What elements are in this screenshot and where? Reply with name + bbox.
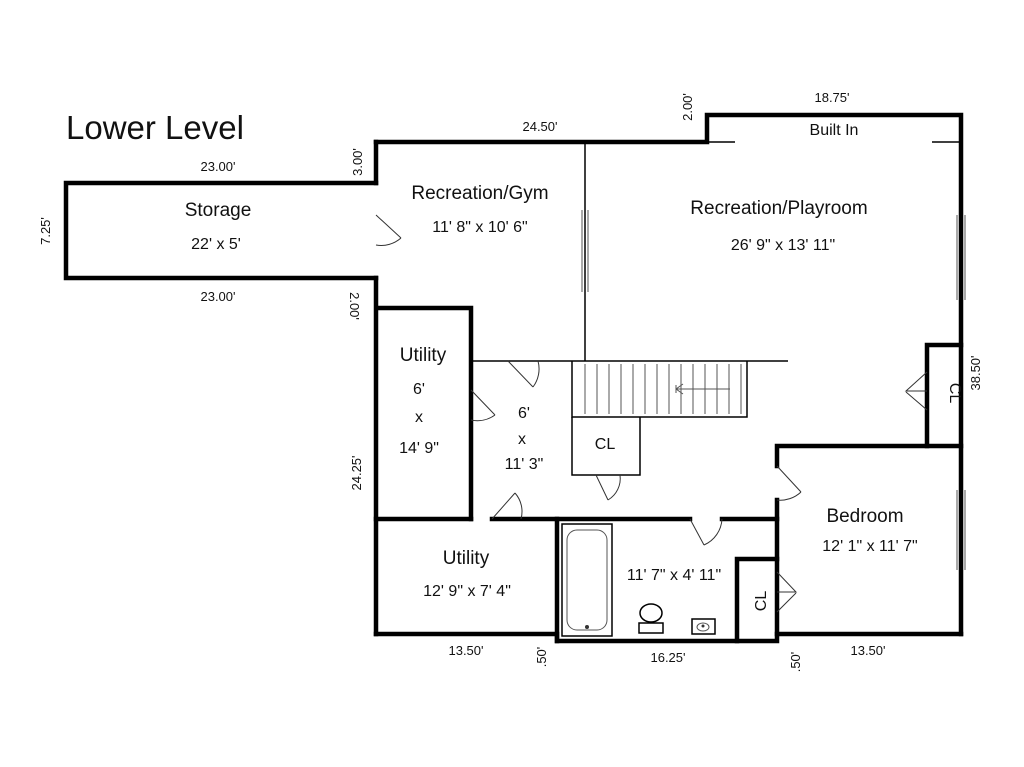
gym-size: 11' 8" x 10' 6" bbox=[432, 219, 527, 236]
dim-bottom-mid: 16.25' bbox=[650, 650, 685, 665]
dim-right-side: 38.50' bbox=[968, 355, 983, 390]
built-in-label: Built In bbox=[810, 122, 859, 139]
dim-playroom-top: 18.75' bbox=[814, 90, 849, 105]
dim-left-side: 24.25' bbox=[349, 455, 364, 490]
dim-bottom-right: 13.50' bbox=[850, 643, 885, 658]
stair-closet-door-icon bbox=[595, 474, 621, 501]
dim-bottom-left: 13.50' bbox=[448, 643, 483, 658]
stair-closet-label: CL bbox=[595, 436, 616, 453]
storage-door-icon bbox=[375, 214, 402, 246]
dim-bottom-right-step: .50' bbox=[788, 652, 803, 673]
doors bbox=[375, 214, 928, 613]
bedroom-door-icon bbox=[776, 465, 802, 501]
gym-name: Recreation/Gym bbox=[411, 183, 548, 204]
dim-storage-bottom: 23.00' bbox=[200, 289, 235, 304]
room-labels: Storage 22' x 5' Recreation/Gym 11' 8" x… bbox=[185, 122, 963, 611]
dim-storage-top: 23.00' bbox=[200, 159, 235, 174]
utility1-name: Utility bbox=[400, 345, 447, 366]
bedroom-closet-label: CL bbox=[753, 591, 770, 612]
utility2-size: 12' 9" x 7' 4" bbox=[423, 583, 511, 600]
dim-bottom-left-step: .50' bbox=[534, 647, 549, 668]
utility1-height: 14' 9" bbox=[399, 440, 439, 457]
utility1-x: x bbox=[415, 409, 423, 426]
bath-door-icon bbox=[689, 518, 723, 546]
dim-storage-side: 7.25' bbox=[38, 217, 53, 245]
playroom-size: 26' 9" x 13' 11" bbox=[731, 237, 835, 254]
dim-gym-top: 24.50' bbox=[522, 119, 557, 134]
utility-door-icon bbox=[470, 389, 496, 422]
utility1-width: 6' bbox=[413, 381, 425, 398]
storage-name: Storage bbox=[185, 200, 252, 221]
utility2-door-icon bbox=[491, 492, 523, 520]
right-closet-door-icon bbox=[904, 371, 928, 411]
bath-size: 11' 7" x 4' 11" bbox=[627, 567, 721, 584]
hall-x: x bbox=[518, 431, 526, 448]
hall-width: 6' bbox=[518, 405, 530, 422]
right-closet-label: CL bbox=[946, 383, 963, 404]
storage-size: 22' x 5' bbox=[191, 236, 241, 253]
hall-height: 11' 3" bbox=[505, 456, 544, 473]
walls bbox=[63, 112, 964, 644]
bedroom-size: 12' 1" x 11' 7" bbox=[822, 538, 917, 555]
bedroom-closet-door-icon bbox=[776, 571, 798, 613]
page-title: Lower Level bbox=[66, 109, 244, 146]
bedroom-name: Bedroom bbox=[826, 506, 903, 527]
dimension-labels: 23.00' 23.00' 7.25' 24.50' 3.00' 2.00' 2… bbox=[38, 90, 983, 672]
interior-lines bbox=[471, 141, 966, 637]
dim-step-up: 2.00' bbox=[680, 93, 695, 121]
playroom-name: Recreation/Playroom bbox=[690, 198, 867, 219]
dim-gym-left-top: 3.00' bbox=[350, 148, 365, 176]
hall-door-icon bbox=[507, 360, 540, 388]
dim-gym-left-bottom: 2.00' bbox=[347, 292, 362, 320]
utility2-name: Utility bbox=[443, 548, 490, 569]
